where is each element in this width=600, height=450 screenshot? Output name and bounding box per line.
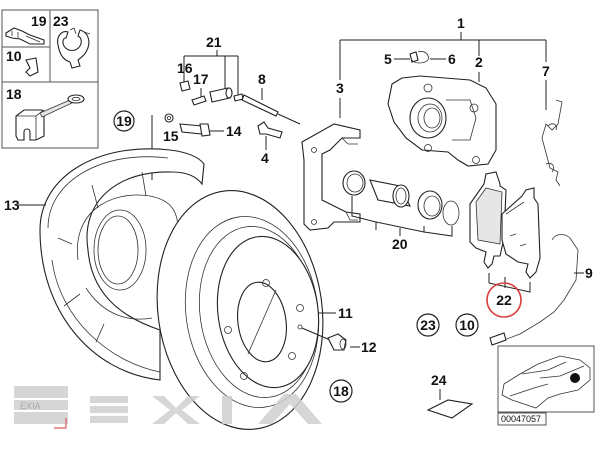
callout-5: 5 [384,51,392,67]
callout-14: 14 [226,123,242,139]
screw-12-icon [327,333,347,351]
diagram-id-box [497,412,547,426]
screw-12: 12 [301,327,377,355]
callout-1: 1 [457,15,465,31]
protection-plate-icon [39,148,205,381]
callout-7: 7 [542,63,550,79]
vehicle-icon [501,355,591,409]
inset-label-19: 19 [31,13,47,29]
wheel-highlight-icon [570,373,580,383]
watermark-logo-text: EXIA [20,401,41,411]
leader-20 [351,196,453,237]
callout-13: 13 [4,197,20,213]
callout-6: 6 [448,51,456,67]
callout-21: 21 [206,34,222,50]
dust-boot-icon [417,190,443,220]
callout-8: 8 [258,71,266,87]
ref-circle-23[interactable]: 23 [416,313,440,337]
inset-grid: 19 23 10 18 [1,9,99,149]
ref-23: 23 [420,317,436,333]
inset-label-18: 18 [6,86,22,102]
o-ring-icon [442,200,460,226]
bleeder-cap: 5 6 [384,51,456,67]
protection-plate: 13 [4,148,205,381]
cap-16-icon [179,80,191,92]
leader-22 [488,273,531,293]
leader-1 [339,32,547,80]
group-1: 1 3 2 7 [336,15,550,118]
piston-kit: 20 [342,170,460,252]
callout-17: 17 [193,71,209,87]
bleeder-17-icon [191,95,207,106]
anti-rattle-spring-icon [541,99,563,187]
leader-21 [183,50,239,96]
dust-cap-6-icon [411,51,429,64]
bolt-14-icon [179,123,203,135]
ref-18: 18 [333,383,349,399]
wear-sensor: 9 [489,234,593,346]
ref-10: 10 [459,317,475,333]
watermark-letter-a [258,394,322,424]
inset-label-10: 10 [6,48,22,64]
watermark-letter-x [152,396,200,424]
ref-22: 22 [496,292,512,308]
brake-pad-outer-icon [501,187,541,279]
guide-pin-icon [241,94,279,117]
callout-20: 20 [392,236,408,252]
ref-circle-10[interactable]: 10 [455,313,479,337]
washer-15-icon [164,113,174,123]
caliper-housing [387,75,497,167]
ref-circle-18[interactable]: 18 [329,379,353,403]
watermark-letter-e [90,396,128,403]
assembly-paste: 24 [426,372,474,419]
ref-circle-19[interactable]: 19 [113,110,135,132]
cable-holder-icon [57,29,90,69]
caliper-carrier [301,123,361,231]
wear-sensor-cable-icon [503,234,579,341]
bleeder-5-icon [409,51,419,63]
callout-15: 15 [163,128,179,144]
callout-24: 24 [431,372,447,388]
brake-disc: 11 [156,190,353,430]
callout-3: 3 [336,80,344,96]
callout-12: 12 [361,339,377,355]
paste-sachet-icon [426,399,474,419]
ref-circle-22[interactable]: 22 [486,282,522,318]
vehicle-inset: 00047057 [497,345,595,426]
highlight-ring [486,282,522,318]
callout-16: 16 [177,60,193,76]
watermark: EXIA [14,386,322,429]
callout-2: 2 [475,54,483,70]
sensor-holder-icon [15,94,85,141]
watermark-letter-i [222,396,232,424]
inset-label-23: 23 [53,13,69,29]
clip-icon [25,57,39,77]
seal-ring-icon [342,170,366,196]
group-21: 21 16 17 8 [177,34,301,125]
callout-4: 4 [261,150,269,166]
wear-sensor-plug-icon [489,332,507,346]
callout-11: 11 [338,305,353,321]
ref-19: 19 [116,113,132,129]
callout-9: 9 [585,265,593,281]
bolt-4-icon [257,121,283,139]
diagram-id: 00047057 [501,414,541,424]
brake-pads [469,171,541,293]
